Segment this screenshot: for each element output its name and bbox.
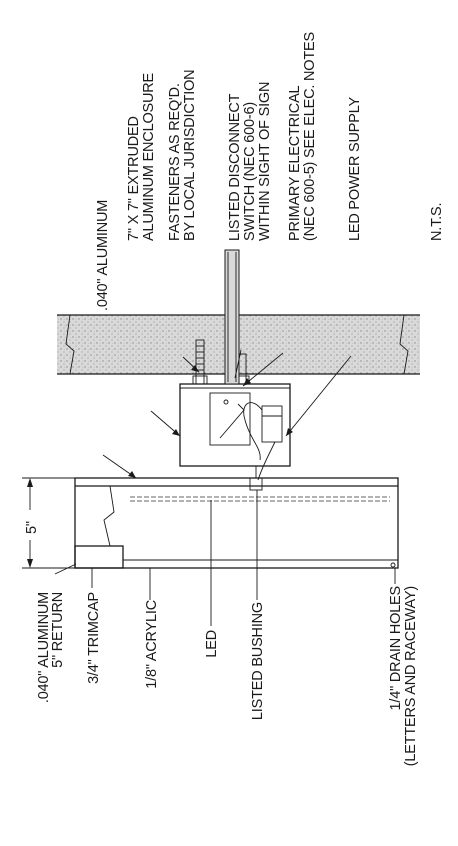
label-switch-2: SWITCH (NEC 600-6): [242, 102, 258, 241]
lower-labels: .040" ALUMINUM 5" RETURN 3/4" TRIMCAP 1/…: [36, 586, 419, 766]
label-led: LED: [204, 630, 220, 658]
label-switch-1: LISTED DISCONNECT: [227, 93, 243, 241]
dimension-5in: 5": [22, 477, 75, 569]
leader-lines: [54, 349, 396, 626]
label-primary-2: (NEC 600-5) SEE ELEC. NOTES: [302, 32, 318, 241]
label-drain-2: (LETTERS AND RACEWAY): [403, 586, 419, 766]
dimension-label: 5": [24, 521, 40, 534]
label-drain-1: 1/4" DRAIN HOLES: [388, 586, 404, 710]
channel-letter: [74, 466, 399, 569]
label-fasteners-2: BY LOCAL JURISDICTION: [182, 70, 198, 241]
aluminum-enclosure: [179, 383, 291, 481]
label-acrylic: 1/8" ACRYLIC: [144, 600, 160, 689]
label-power-supply: LED POWER SUPPLY: [347, 96, 363, 241]
label-bushing: LISTED BUSHING: [250, 602, 266, 720]
label-aluminum-040: .040" ALUMINUM: [95, 200, 111, 311]
primary-conduit: [224, 249, 240, 385]
label-return-1: .040" ALUMINUM: [36, 592, 52, 703]
label-enclosure-1: 7" X 7" EXTRUDED: [126, 116, 142, 241]
label-nts: N.T.S.: [429, 203, 445, 241]
label-enclosure-2: ALUMINUM ENCLOSURE: [141, 72, 157, 241]
label-return-2: 5" RETURN: [50, 592, 66, 668]
label-fasteners-1: FASTENERS AS REQ'D.: [167, 83, 183, 241]
label-trimcap: 3/4" TRIMCAP: [86, 592, 102, 684]
upper-labels: .040" ALUMINUM 7" X 7" EXTRUDED ALUMINUM…: [95, 32, 445, 311]
label-primary-1: PRIMARY ELECTRICAL: [287, 85, 303, 241]
label-switch-3: WITHIN SIGHT OF SIGN: [257, 82, 273, 241]
